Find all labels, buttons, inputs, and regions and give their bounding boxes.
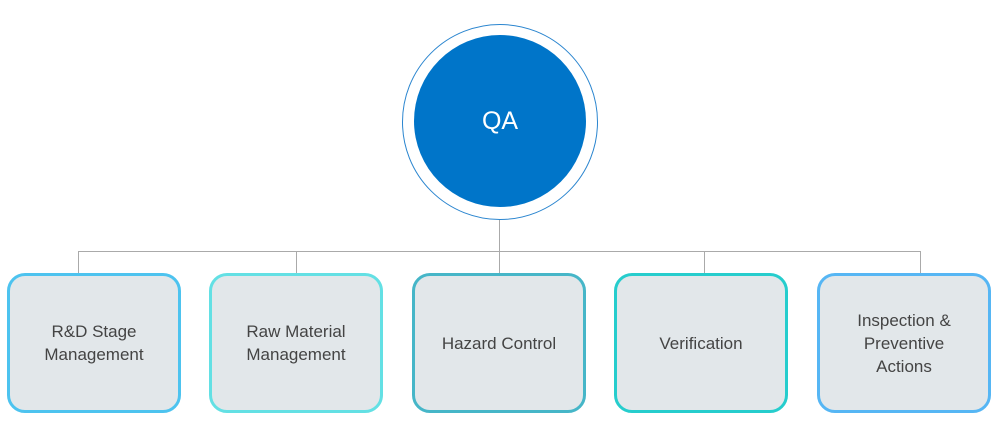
child-node-label: Verification [659,333,743,353]
child-node-rd-stage-management[interactable]: R&D Stage Management [7,273,181,413]
connector-branch-3 [499,251,500,273]
root-node-label: QA [481,106,519,135]
connector-trunk [499,220,500,252]
connector-branch-4 [704,251,705,273]
child-node-inspection-preventive-actions[interactable]: Inspection & Preventive Actions [817,273,991,413]
child-node-verification[interactable]: Verification [614,273,788,413]
child-node-raw-material-management[interactable]: Raw Material Management [209,273,383,413]
child-node-label: Inspection & Preventive Actions [857,310,951,376]
child-node-label: Hazard Control [441,333,557,353]
child-node-label: R&D Stage Management [44,322,144,364]
connector-branch-2 [296,251,297,273]
root-node-qa[interactable]: QA [414,35,586,207]
connector-branch-5 [920,251,921,273]
connector-branch-1 [78,251,79,273]
root-node-ring [402,24,598,220]
child-node-label: Raw Material Management [246,322,346,364]
child-node-hazard-control[interactable]: Hazard Control [412,273,586,413]
